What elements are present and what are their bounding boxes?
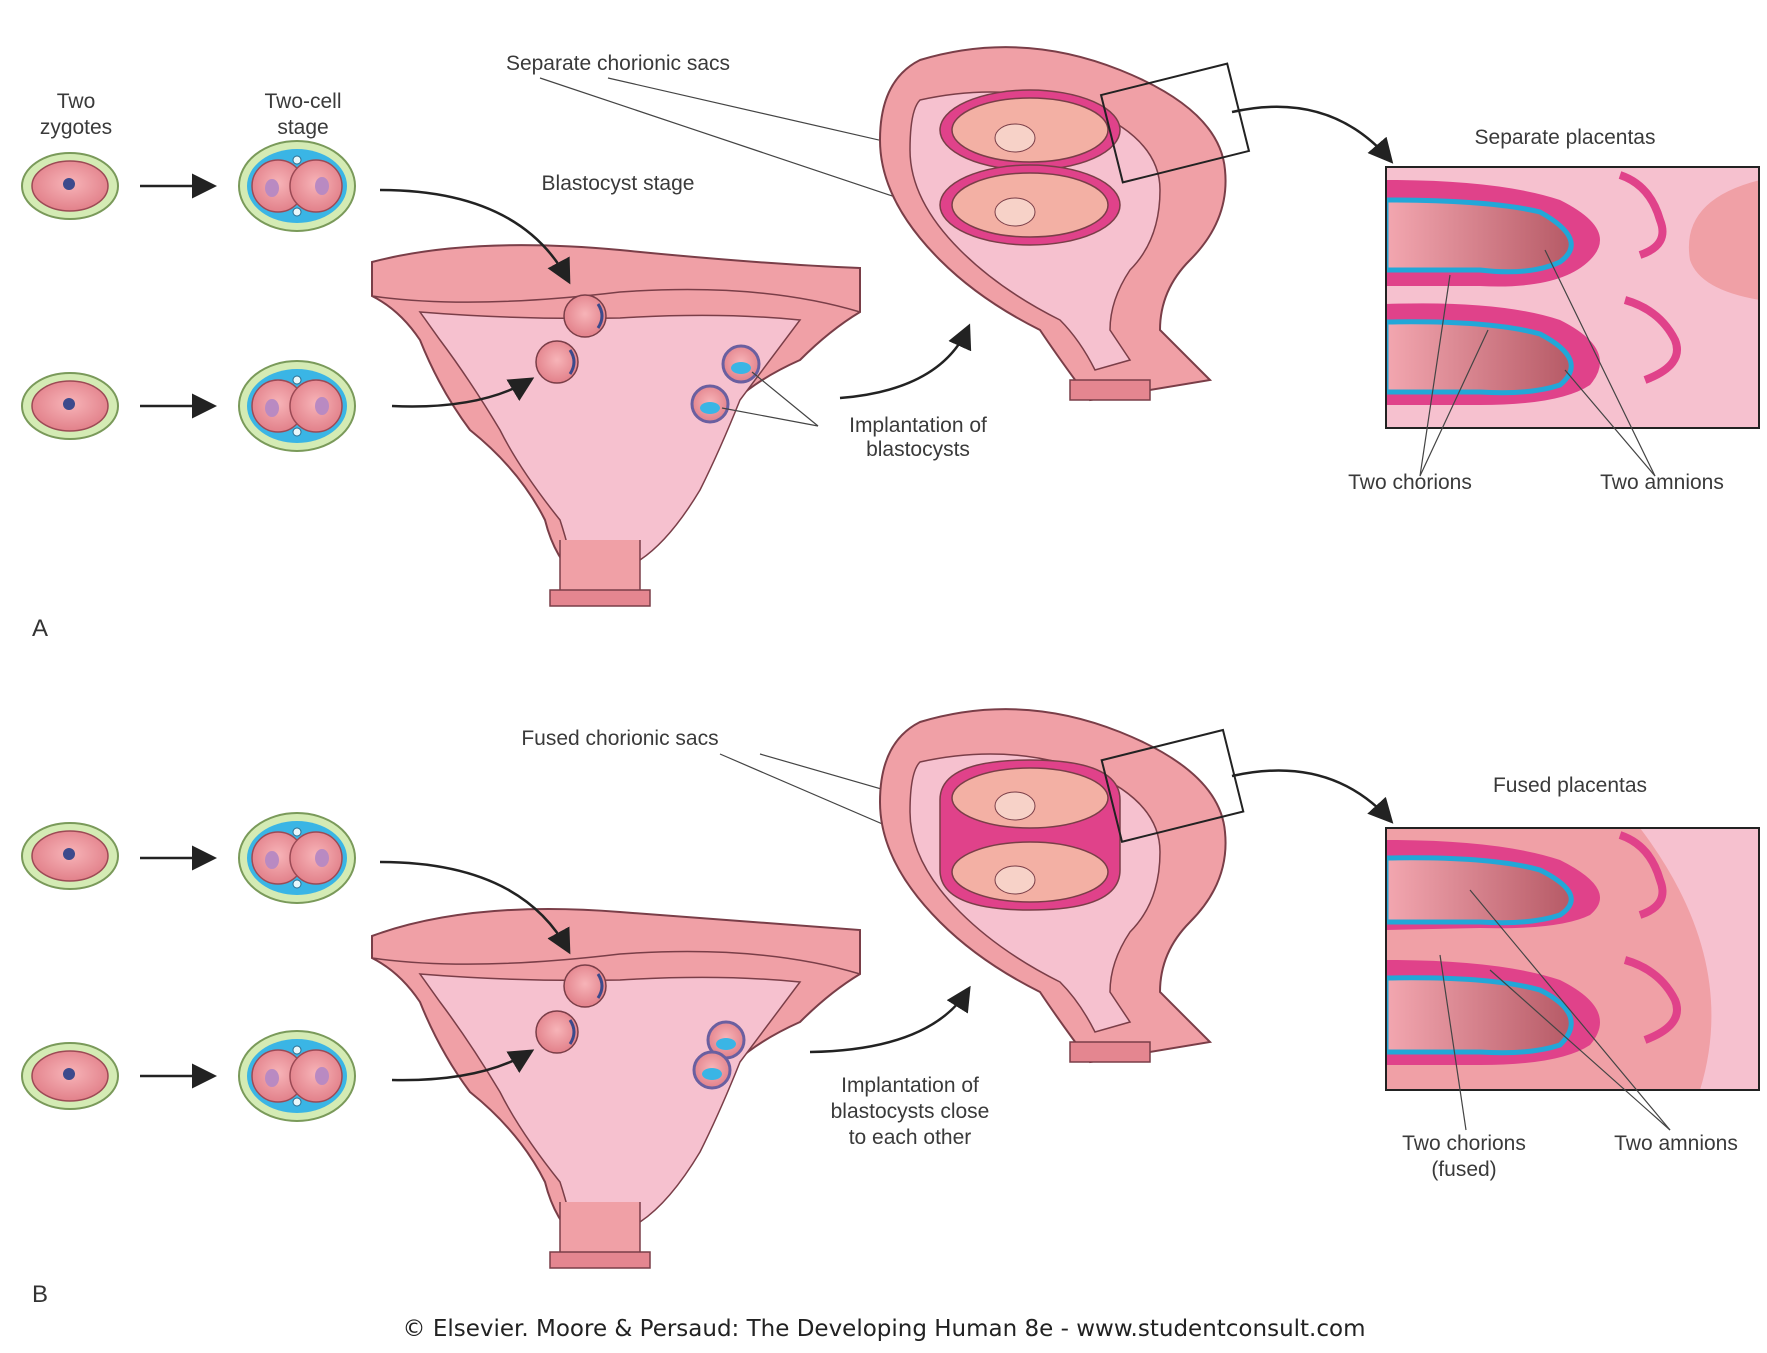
arrow: [379, 860, 571, 955]
arrow: [391, 1049, 535, 1082]
two-cell-embryo-icon: [238, 1030, 356, 1122]
panel-letter: A: [32, 615, 48, 642]
panel-letter: B: [32, 1281, 48, 1308]
chorionic-sacs-label: Fused chorionic sacs: [521, 727, 718, 750]
implantation-label-line-2: blastocysts: [866, 438, 970, 461]
placentas-title: Separate placentas: [1475, 126, 1656, 149]
blastocyst-stage-label: Blastocyst stage: [542, 172, 695, 195]
blastocyst-icon: [535, 340, 579, 384]
two-cell-embryo-icon: [238, 140, 356, 232]
implanted-blastocyst-icon: [706, 1020, 746, 1060]
placentas-title: Fused placentas: [1493, 774, 1647, 797]
arrow: [1231, 769, 1394, 824]
arrow: [809, 985, 971, 1054]
amnions-label: Two amnions: [1614, 1132, 1738, 1155]
panel-a: Two zygotes Two-cell stage: [21, 46, 1760, 642]
zygote-icon: [21, 1042, 119, 1110]
panel-b: Implantation of blastocysts close to eac…: [21, 708, 1760, 1308]
blastocyst-icon: [535, 1010, 579, 1054]
twin-pregnancy-illustration: [878, 708, 1245, 1064]
zygote-icon: [21, 152, 119, 220]
two-cell-stage-label-line-1: Two-cell: [264, 90, 341, 113]
implanted-blastocyst-icon: [690, 384, 730, 424]
two-zygotes-label-line-1: Two: [57, 90, 96, 113]
twin-pregnancy-illustration: [878, 46, 1251, 402]
zygote-icon: [21, 822, 119, 890]
implanted-blastocyst-icon: [692, 1050, 732, 1090]
arrow: [391, 377, 535, 408]
blastocyst-icon: [563, 294, 607, 338]
arrow: [1231, 105, 1394, 164]
implantation-label-line-3: to each other: [849, 1126, 972, 1149]
copyright-credit: © Elsevier. Moore & Persaud: The Develop…: [403, 1316, 1366, 1342]
chorionic-sacs-label: Separate chorionic sacs: [506, 52, 730, 75]
zygote-icon: [21, 372, 119, 440]
blastocyst-icon: [563, 964, 607, 1008]
uterus-illustration: [371, 908, 861, 1269]
chorions-label-line-2: (fused): [1431, 1158, 1496, 1181]
implantation-label-line-2: blastocysts close: [831, 1100, 990, 1123]
uterus-illustration: [371, 244, 861, 607]
amnions-label: Two amnions: [1600, 471, 1724, 494]
implantation-label-line-1: Implantation of: [841, 1074, 979, 1097]
arrow: [839, 323, 972, 400]
implantation-label-line-1: Implantation of: [849, 414, 987, 437]
two-cell-embryo-icon: [238, 812, 356, 904]
placenta-detail-box: [1386, 828, 1759, 1090]
chorions-label-line-1: Two chorions: [1402, 1132, 1526, 1155]
two-cell-stage-label-line-2: stage: [277, 116, 328, 139]
implanted-blastocyst-icon: [721, 344, 761, 384]
placenta-detail-box: [1386, 167, 1759, 428]
two-cell-embryo-icon: [238, 360, 356, 452]
arrow: [379, 188, 571, 285]
two-zygotes-label-line-2: zygotes: [40, 116, 112, 139]
chorions-label: Two chorions: [1348, 471, 1472, 494]
